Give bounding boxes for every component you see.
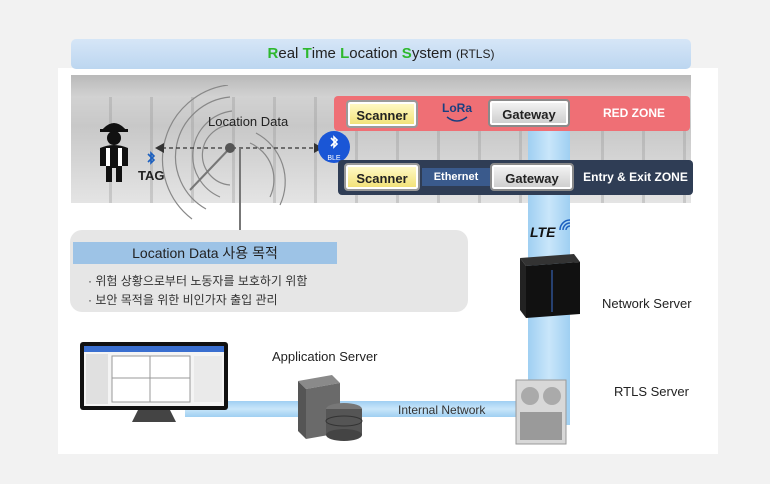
- lte-label: LTE: [530, 224, 556, 240]
- scanner-red-zone: Scanner: [346, 100, 418, 128]
- ble-label: BLE: [327, 155, 341, 162]
- location-data-label: Location Data: [208, 114, 289, 129]
- title-part: S: [401, 45, 412, 62]
- application-server-label: Application Server: [272, 349, 378, 364]
- network-server-label: Network Server: [602, 296, 692, 311]
- title-part: L: [340, 45, 350, 62]
- worker-icon: [100, 123, 128, 182]
- antenna-arm: [189, 147, 231, 191]
- lte-signal-icon: [559, 219, 571, 231]
- network-server-icon: [520, 254, 580, 318]
- application-server-icon: [298, 375, 363, 441]
- purpose-line-2: · 보안 목적을 위한 비인가자 출입 관리: [88, 293, 278, 307]
- warehouse-ceiling: [71, 75, 691, 97]
- title-part: R: [267, 45, 279, 62]
- red-zone: Scanner LoRa Gateway RED ZONE: [334, 96, 690, 131]
- signal-arcs-icon: [161, 85, 286, 220]
- scanner-entry-zone: Scanner: [344, 163, 420, 191]
- title-suffix: (RTLS): [456, 47, 495, 61]
- monitor-icon: [80, 342, 228, 422]
- title-part: ocation: [349, 45, 402, 62]
- purpose-line-1: · 위험 상황으로부터 노동자를 보호하기 위함: [88, 274, 308, 288]
- signal-diagram: [155, 85, 323, 230]
- purpose-title: Location Data 사용 목적: [73, 242, 337, 264]
- gateway-red-zone: Gateway: [488, 99, 570, 127]
- title-part: eal: [278, 45, 303, 62]
- lora-label: LoRa: [442, 101, 472, 115]
- title-part: ystem: [411, 45, 452, 62]
- title-part: T: [302, 45, 312, 62]
- entry-exit-zone: Scanner Ethernet Gateway Entry & Exit ZO…: [338, 160, 693, 195]
- lora-link: LoRa: [432, 101, 482, 125]
- tag-label: TAG: [138, 168, 165, 183]
- gateway-entry-zone: Gateway: [490, 163, 574, 191]
- rtls-server-icon: [515, 379, 567, 445]
- ethernet-link: Ethernet: [422, 168, 490, 186]
- rtls-server-label: RTLS Server: [614, 384, 689, 399]
- diagram-title: Real Time Location System (RTLS): [71, 39, 691, 69]
- internal-network-label: Internal Network: [398, 403, 486, 417]
- title-text: Real Time Location System: [268, 45, 456, 62]
- red-zone-label: RED ZONE: [602, 106, 665, 120]
- bluetooth-icon: [330, 135, 339, 149]
- bluetooth-icon: [147, 151, 156, 165]
- ble-icon: BLE: [318, 131, 350, 163]
- entry-zone-label: Entry & Exit ZONE: [583, 170, 688, 184]
- wireless-waves-icon: [446, 116, 468, 122]
- title-part: ime: [311, 45, 341, 62]
